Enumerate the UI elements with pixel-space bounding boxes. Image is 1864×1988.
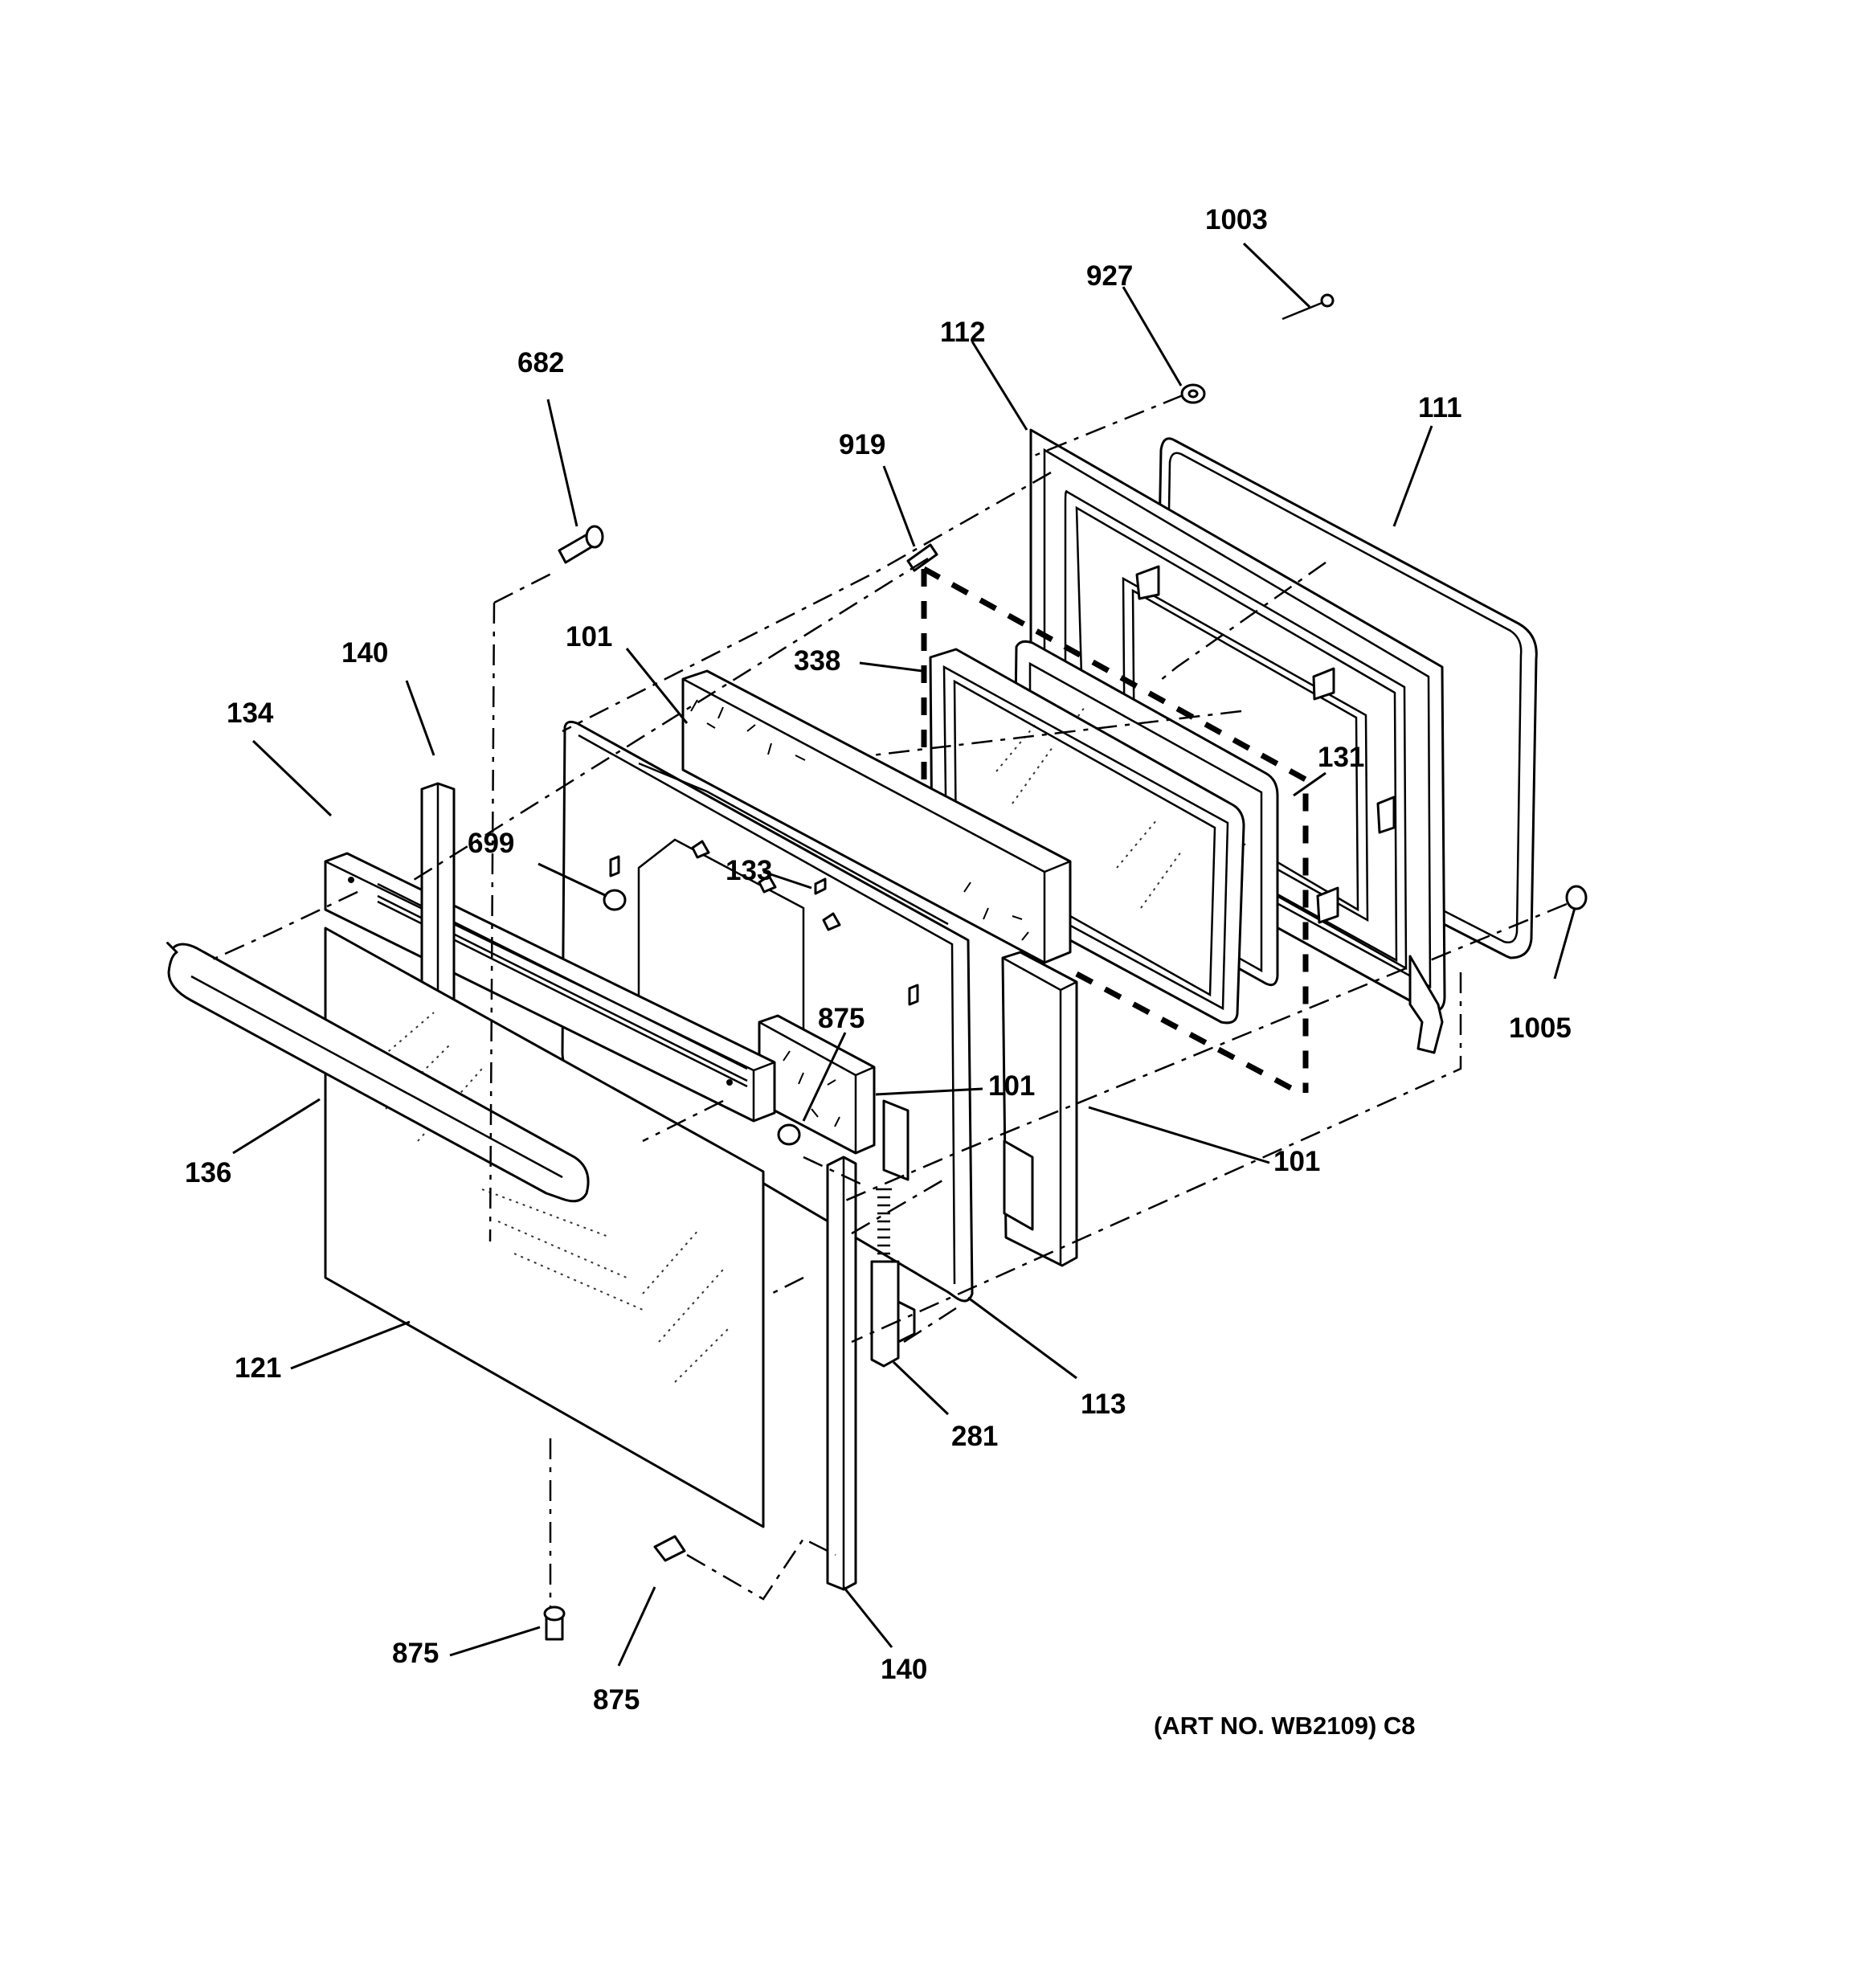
screw-699 bbox=[603, 889, 627, 911]
art-number: (ART NO. WB2109) C8 bbox=[1154, 1712, 1416, 1740]
label-101-top: 101 bbox=[566, 621, 613, 652]
screw-682 bbox=[558, 525, 604, 564]
label-699: 699 bbox=[468, 828, 515, 859]
label-927: 927 bbox=[1086, 260, 1134, 292]
washer-927 bbox=[1180, 383, 1206, 404]
label-111: 111 bbox=[1418, 392, 1462, 423]
part-101-small-insulation bbox=[758, 1014, 910, 1181]
label-140-top: 140 bbox=[341, 637, 389, 669]
heavy-dashed-outline bbox=[921, 566, 1309, 1096]
leader-lines bbox=[232, 242, 1576, 1667]
part-140-hinge-channel-right bbox=[826, 1156, 857, 1591]
label-133: 133 bbox=[726, 855, 773, 886]
assembly-lines bbox=[208, 394, 1568, 1607]
label-140-bottom: 140 bbox=[881, 1654, 928, 1685]
label-131: 131 bbox=[1318, 742, 1365, 773]
label-875-bottom: 875 bbox=[593, 1684, 640, 1716]
part-281-hinge bbox=[870, 1188, 916, 1368]
screw-1005 bbox=[1565, 885, 1588, 910]
screw-875-mid bbox=[777, 1123, 801, 1146]
label-338: 338 bbox=[794, 645, 841, 677]
part-101-side-insulation bbox=[1001, 951, 1078, 1267]
label-875-mid: 875 bbox=[818, 1003, 865, 1034]
label-136: 136 bbox=[185, 1157, 232, 1188]
part-113-door-liner bbox=[561, 720, 974, 1303]
part-338-inner-window bbox=[929, 648, 1245, 1025]
label-101-right: 101 bbox=[1273, 1146, 1321, 1177]
label-112: 112 bbox=[940, 317, 986, 348]
label-875-left: 875 bbox=[392, 1638, 439, 1669]
label-113: 113 bbox=[1081, 1389, 1126, 1420]
label-1003: 1003 bbox=[1205, 204, 1268, 235]
label-682: 682 bbox=[517, 347, 565, 378]
screw-1003 bbox=[1282, 293, 1335, 321]
label-281: 281 bbox=[951, 1421, 999, 1452]
screw-875-bottom bbox=[653, 1535, 686, 1562]
label-101-mid: 101 bbox=[988, 1070, 1036, 1102]
screw-875-left bbox=[543, 1606, 566, 1641]
label-134: 134 bbox=[227, 697, 274, 729]
label-919: 919 bbox=[839, 429, 886, 460]
label-1005: 1005 bbox=[1509, 1012, 1572, 1044]
part-136-handle bbox=[166, 942, 590, 1203]
part-101-top-insulation bbox=[681, 669, 1072, 964]
pin-919 bbox=[906, 543, 938, 572]
label-121: 121 bbox=[235, 1352, 282, 1384]
